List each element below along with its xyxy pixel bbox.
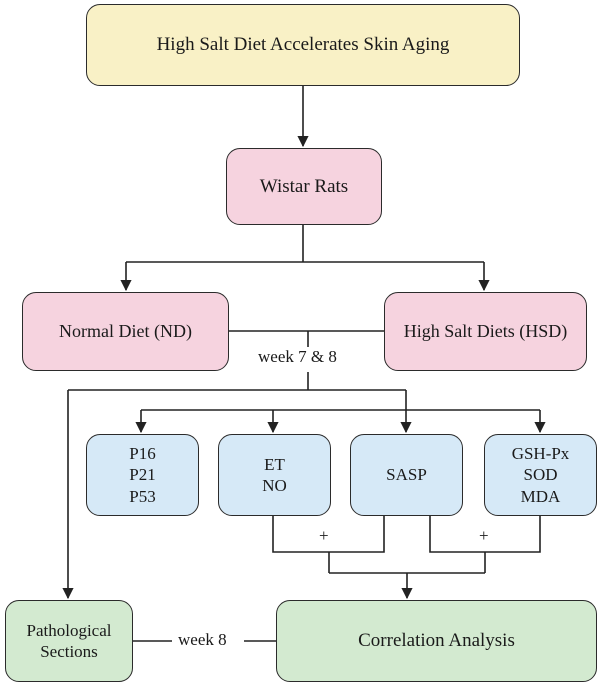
marker-line: ET (264, 454, 285, 474)
marker-line: NO (262, 476, 287, 495)
high-salt-diet-text: High Salt Diets (HSD) (403, 321, 568, 342)
marker-line: P53 (129, 486, 156, 506)
correlation-analysis-box: Correlation Analysis (276, 600, 597, 682)
week-7-8-label: week 7 & 8 (252, 347, 343, 367)
marker-line: MDA (520, 486, 561, 506)
normal-diet-box: Normal Diet (ND) (22, 292, 229, 371)
marker-line: P21 (129, 465, 156, 485)
title-text: High Salt Diet Accelerates Skin Aging (156, 34, 450, 56)
marker-box-gsh: GSH-Px SOD MDA (484, 434, 597, 516)
plus-sign-right: + (477, 526, 491, 546)
title-box: High Salt Diet Accelerates Skin Aging (86, 4, 520, 86)
plus-sign-left: + (317, 526, 331, 546)
wistar-rats-text: Wistar Rats (259, 175, 349, 197)
wistar-rats-box: Wistar Rats (226, 148, 382, 225)
marker-line: SOD (523, 465, 558, 485)
marker-box-p16: P16 P21 P53 (86, 434, 199, 516)
pathology-line: Pathological (26, 620, 112, 640)
marker-line: GSH-Px (511, 444, 570, 464)
marker-line: P16 (129, 444, 156, 464)
normal-diet-text: Normal Diet (ND) (59, 321, 192, 342)
marker-line: SASP (386, 465, 427, 485)
week-8-label: week 8 (172, 630, 233, 650)
pathological-sections-box: Pathological Sections (5, 600, 133, 682)
marker-box-sasp: SASP (350, 434, 463, 516)
high-salt-diet-box: High Salt Diets (HSD) (384, 292, 587, 371)
pathology-line: Sections (40, 642, 98, 661)
correlation-analysis-text: Correlation Analysis (358, 630, 515, 652)
marker-box-et-no: ET NO (218, 434, 331, 516)
